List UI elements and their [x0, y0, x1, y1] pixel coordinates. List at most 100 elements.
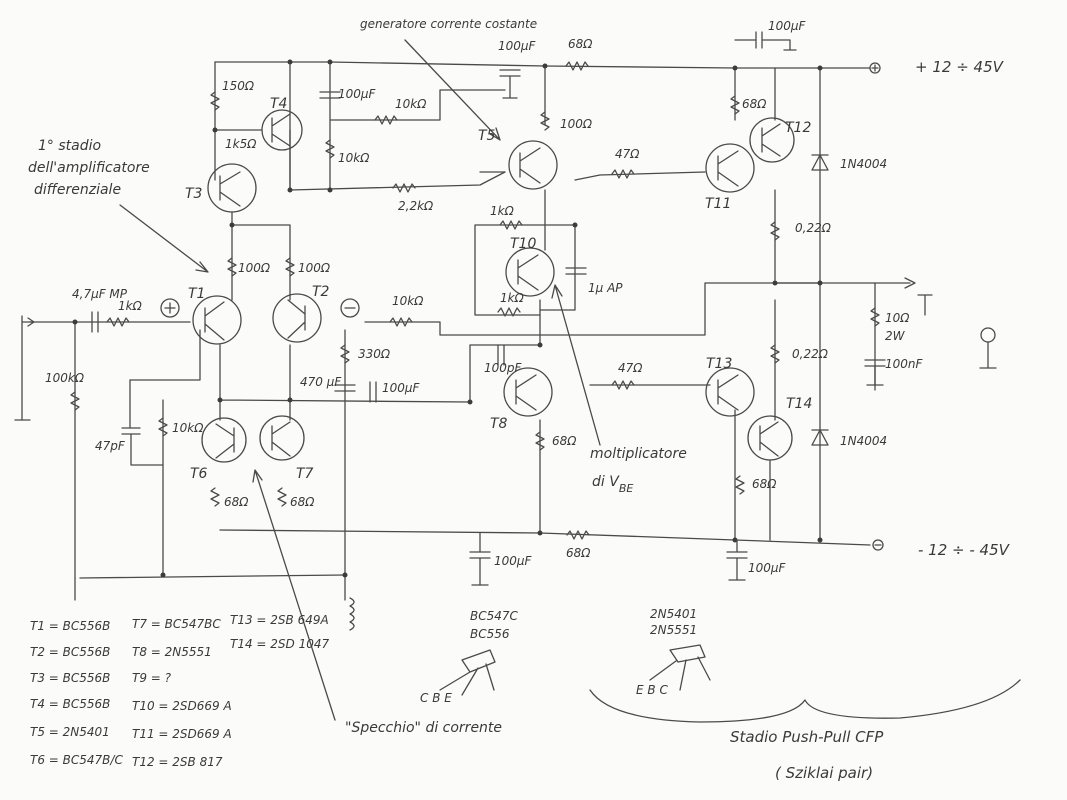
label-r-2k2: 2,2kΩ [398, 199, 434, 213]
output-terminal [904, 277, 933, 316]
bom-item: T12 = 2SB 817 [132, 755, 223, 769]
to92-package-sketch [439, 649, 496, 696]
label-c-470u: 470 µF [300, 375, 342, 389]
t3-label: T3 [185, 186, 202, 202]
label-c-100p: 100pF [484, 361, 523, 375]
label-r-10k-b: 10kΩ [338, 151, 370, 165]
label-c-47u-in: 4,7µF MP [72, 287, 128, 301]
speaker-symbol [979, 327, 997, 369]
label-r-1k5: 1k5Ω [225, 137, 257, 151]
bom-item: T9 = ? [132, 671, 172, 685]
big-line2: 2N5551 [650, 623, 697, 637]
t11-label: T11 [705, 196, 731, 212]
note-vbe-line2: di VBE [592, 474, 633, 495]
label-r-100-t5: 100Ω [560, 117, 593, 131]
wires [29, 61, 911, 601]
input-terminal [21, 315, 35, 421]
note-stage1-line1: 1° stadio [38, 138, 101, 154]
to92-line2: BC556 [470, 627, 510, 641]
label-r-68-t7: 68Ω [290, 495, 315, 509]
bom-item: T7 = BC547BC [132, 617, 221, 631]
label-r-10k-c: 10kΩ [172, 421, 204, 435]
label-r-10k-fb: 10kΩ [392, 294, 424, 308]
label-r-330: 330Ω [358, 347, 391, 361]
bom-item: T8 = 2N5551 [132, 645, 212, 659]
diode-2-symbol [811, 429, 829, 446]
t8-label: T8 [490, 416, 508, 432]
note-mirror: "Specchio" di corrente [345, 720, 502, 736]
label-r-68-t12: 68Ω [742, 97, 767, 111]
label-r-100k: 100kΩ [45, 371, 85, 385]
transistor-t11-symbol [705, 143, 755, 193]
t5-label: T5 [478, 128, 496, 144]
label-c-1u: 1µ AP [588, 281, 623, 295]
transistor-t1-symbol [192, 295, 242, 345]
note-stage1-line2: dell'amplificatore [28, 160, 150, 176]
label-r-10k-a: 10kΩ [395, 97, 427, 111]
label-d-2: 1N4004 [840, 434, 887, 448]
annotation-notes: generatore corrente costante 1° stadio d… [28, 17, 884, 782]
note-stage1-line3: differenziale [34, 182, 121, 198]
transistor-t3-symbol [207, 163, 257, 213]
transistor-t2-symbol [272, 293, 322, 343]
label-d-1: 1N4004 [840, 157, 887, 171]
label-r-100-t1: 100Ω [238, 261, 271, 275]
label-r-68-t14: 68Ω [752, 477, 777, 491]
inductor-symbol [349, 597, 355, 631]
title-line2: ( Sziklai pair) [775, 764, 873, 782]
label-r-022-b: 0,22Ω [792, 347, 829, 361]
ground-symbols [14, 384, 884, 601]
transistor-labels: T4 T3 T1 T2 T6 T7 T5 T10 T8 T11 T12 T13 … [185, 96, 812, 482]
diode-1-symbol [811, 154, 829, 171]
bom-item: T11 = 2SD669 A [132, 727, 232, 741]
positive-rail-wire [214, 61, 871, 69]
t13-label: T13 [706, 356, 732, 372]
label-c-100u-top: 100µF [498, 39, 537, 53]
label-r-2w: 2W [885, 329, 906, 343]
positive-rail-label: + 12 ÷ 45V [915, 58, 1005, 76]
capacitor-symbols [91, 31, 886, 586]
bom-item: T6 = BC547B/C [30, 753, 123, 767]
t6-label: T6 [190, 466, 208, 482]
t10-label: T10 [510, 236, 536, 252]
label-r-68-bot: 68Ω [566, 546, 591, 560]
transistor-t12-symbol [749, 117, 795, 163]
label-r-68-t6: 68Ω [224, 495, 249, 509]
label-c-100u-bot: 100µF [494, 554, 533, 568]
annotation-arrows [119, 39, 601, 721]
label-c-100u-b: 100µF [382, 381, 421, 395]
label-c-100u-a: 100µF [338, 87, 377, 101]
label-r-68-top: 68Ω [568, 37, 593, 51]
transistor-t10-symbol [505, 247, 555, 297]
negative-terminal [872, 539, 884, 551]
label-c-100n-out: 100nF [885, 357, 924, 371]
bom-item: T1 = BC556B [30, 619, 110, 633]
label-r-1k-a: 1kΩ [490, 204, 515, 218]
to92-pins: C B E [420, 691, 452, 705]
transistor-t13-symbol [705, 367, 755, 417]
transistor-t8-symbol [503, 367, 553, 417]
junction-dots [72, 59, 823, 578]
label-r-68-t8: 68Ω [552, 434, 577, 448]
label-r-47-a: 47Ω [615, 147, 640, 161]
t12-label: T12 [785, 120, 811, 136]
transistor-t7-symbol [259, 415, 305, 461]
bom-item: T14 = 2SD 1047 [230, 637, 329, 651]
label-r-47-b: 47Ω [618, 361, 643, 375]
transistor-t14-symbol [747, 415, 793, 461]
bom-item: T5 = 2N5401 [30, 725, 110, 739]
title-line1: Stadio Push-Pull CFP [730, 728, 884, 746]
transistor-t5-symbol [508, 140, 558, 190]
negative-rail-wire [79, 529, 871, 579]
t7-label: T7 [296, 466, 314, 482]
label-c-100u-t12: 100µF [768, 19, 807, 33]
note-generator: generatore corrente costante [360, 17, 537, 31]
t4-label: T4 [270, 96, 287, 112]
transistor-t4-symbol [261, 109, 303, 151]
power-package-sketch [649, 644, 711, 691]
brace-mark [589, 679, 1021, 723]
to92-line1: BC547C [470, 609, 519, 623]
label-c-47p: 47pF [95, 439, 126, 453]
package-notes: BC547C BC556 C B E 2N5401 2N5551 E B C [420, 607, 697, 705]
